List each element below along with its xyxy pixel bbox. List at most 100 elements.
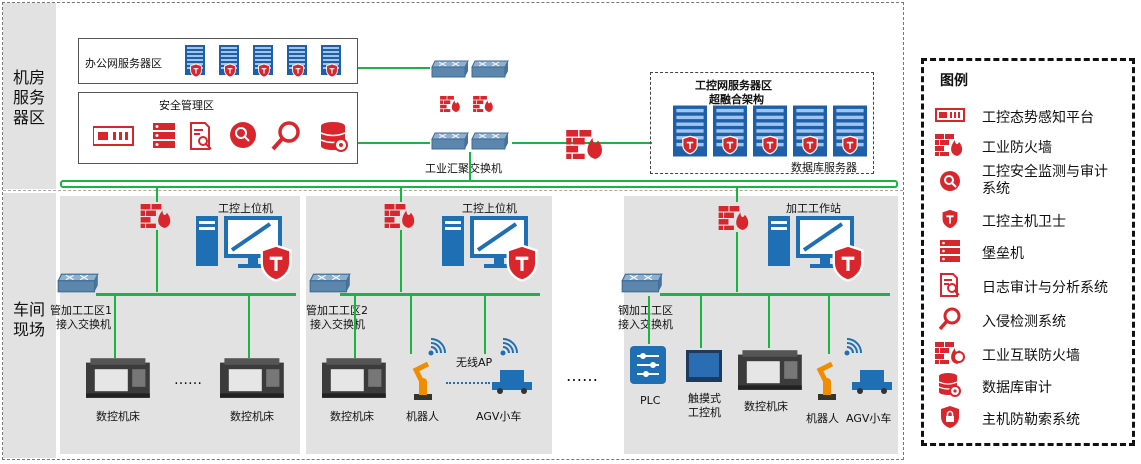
legend-item-ids: 入侵检测系统 [930, 306, 1125, 332]
anti-ransomware-icon [930, 406, 970, 428]
security-management-zone: 安全管理区 [78, 92, 358, 164]
link-area2-ap2 [484, 296, 486, 354]
legend-label: 日志审计与分析系统 [982, 280, 1108, 296]
link-area1-cnc1 [114, 296, 116, 358]
backbone-bus [60, 180, 898, 188]
security-device-icons [93, 121, 348, 152]
area2-switch-label-1: 管加工工区2 [306, 304, 368, 317]
link-area3-touch [700, 296, 702, 348]
area3-host-computer [768, 214, 864, 282]
legend-label: 工控安全监测与审计 系统 [982, 164, 1108, 197]
area1-firewall-icon [140, 204, 171, 228]
link-security-core [358, 142, 430, 144]
zone-label-server-room: 机房 服务 器区 [12, 68, 45, 127]
touch-panel-label-2: 工控机 [688, 406, 721, 419]
legend-label: 工业互联防火墙 [982, 348, 1080, 364]
area3-access-switch [621, 273, 663, 293]
link-area2-firewall [400, 188, 402, 202]
ics-server-rack-icons [673, 105, 867, 157]
area1-access-switch [57, 273, 99, 293]
core-switch-label: 工业汇聚交换机 [425, 162, 502, 175]
situational-awareness-icon [93, 126, 134, 146]
link-area1-firewall [156, 188, 158, 202]
situational-awareness-icon [930, 104, 970, 126]
industrial-firewall-icon [930, 134, 970, 156]
link-area3-ap [828, 296, 830, 354]
area3-bus [660, 293, 890, 296]
area2-robot-label: 机器人 [406, 410, 439, 423]
host-guard-icon [930, 208, 970, 230]
zone-band-server [3, 3, 56, 189]
log-audit-icon [930, 273, 970, 297]
monitor-audit-icon [230, 122, 256, 148]
bastion-host-icon [153, 123, 175, 148]
zone-label-workshop: 车间 现场 [12, 300, 45, 339]
area2-agv-label: AGV小车 [476, 410, 522, 423]
link-area3-plc [648, 296, 650, 344]
monitor-audit-icon [930, 170, 970, 192]
area3-switch-label-1: 钢加工工区 [618, 304, 673, 317]
area2-wifi-icon-2 [499, 338, 518, 356]
link-area1-cnc2 [248, 296, 250, 358]
area1-cnc-label-1: 数控机床 [96, 410, 140, 423]
legend-label: 工控态势感知平台 [982, 110, 1094, 126]
ics-zone-title: 工控网服务器区 [695, 79, 772, 92]
area1-bus [96, 293, 296, 296]
legend-item-industrial-firewall: 工业防火墙 [930, 132, 1125, 158]
bastion-host-icon [930, 240, 970, 262]
legend-item-situational-awareness: 工控态势感知平台 [930, 102, 1125, 128]
plc-icon [630, 346, 666, 384]
office-server-icons [185, 45, 341, 78]
area1-switch-label-1: 管加工工区1 [50, 304, 112, 317]
legend-item-db-audit: 数据库审计 [930, 372, 1125, 398]
legend-item-anti-ransomware: 主机防勒索系统 [930, 404, 1125, 430]
area1-switch-label-2: 接入交换机 [56, 318, 111, 331]
zone-band-workshop [3, 193, 56, 458]
diagram-frame [2, 2, 904, 460]
ids-icon [271, 121, 300, 151]
ids-icon [930, 307, 970, 331]
touch-panel-label-1: 触摸式 [688, 392, 721, 405]
legend-item-bastion-host: 堡垒机 [930, 238, 1125, 264]
area2-host-computer [442, 214, 538, 282]
link-area2-cnc [354, 296, 356, 358]
middle-dots: …… [566, 366, 598, 385]
legend-label: 数据库审计 [982, 380, 1052, 396]
ics-server-zone: 工控网服务器区 超融合架构 数据库服务器 [650, 72, 874, 174]
link-area3-firewall [736, 188, 738, 202]
area2-bus [340, 293, 540, 296]
area2-access-switch [309, 273, 351, 293]
link-area3-down [736, 232, 738, 292]
link-area2-ap1 [410, 296, 412, 354]
log-audit-icon [190, 122, 212, 150]
area1-cnc-machine-2 [220, 358, 284, 398]
legend-label: 入侵检测系统 [982, 314, 1066, 330]
area2-agv-icon [492, 370, 532, 394]
db-audit-icon [320, 122, 348, 152]
office-server-zone: 办公网服务器区 [78, 38, 358, 84]
ics-zone-subtitle: 超融合架构 [709, 93, 764, 106]
link-area1-down [156, 230, 158, 292]
area1-dots: …… [174, 372, 202, 388]
area2-switch-label-2: 接入交换机 [310, 318, 365, 331]
area3-agv-icon [852, 370, 892, 394]
legend-label: 堡垒机 [982, 246, 1024, 262]
office-servers [183, 45, 353, 81]
area2-wireless-link [446, 382, 490, 384]
area1-cnc-machine-1 [86, 358, 150, 398]
zone-divider [3, 190, 903, 191]
legend-label: 工控主机卫士 [982, 214, 1066, 230]
office-zone-title: 办公网服务器区 [85, 57, 162, 70]
link-area2-down [400, 230, 402, 292]
area2-ap-label: 无线AP [456, 356, 493, 369]
db-audit-icon [930, 373, 970, 397]
area3-agv-label: AGV小车 [846, 412, 892, 425]
legend-item-interconnect-firewall: 工业互联防火墙 [930, 340, 1125, 366]
area3-cnc-machine [738, 350, 802, 390]
area3-cnc-label: 数控机床 [744, 400, 788, 413]
area3-robot-icon [812, 362, 844, 404]
db-server-label: 数据库服务器 [791, 161, 857, 174]
area3-robot-label: 机器人 [806, 412, 839, 425]
legend-item-log-audit: 日志审计与分析系统 [930, 272, 1125, 298]
interconnect-firewall-icon [930, 342, 970, 364]
